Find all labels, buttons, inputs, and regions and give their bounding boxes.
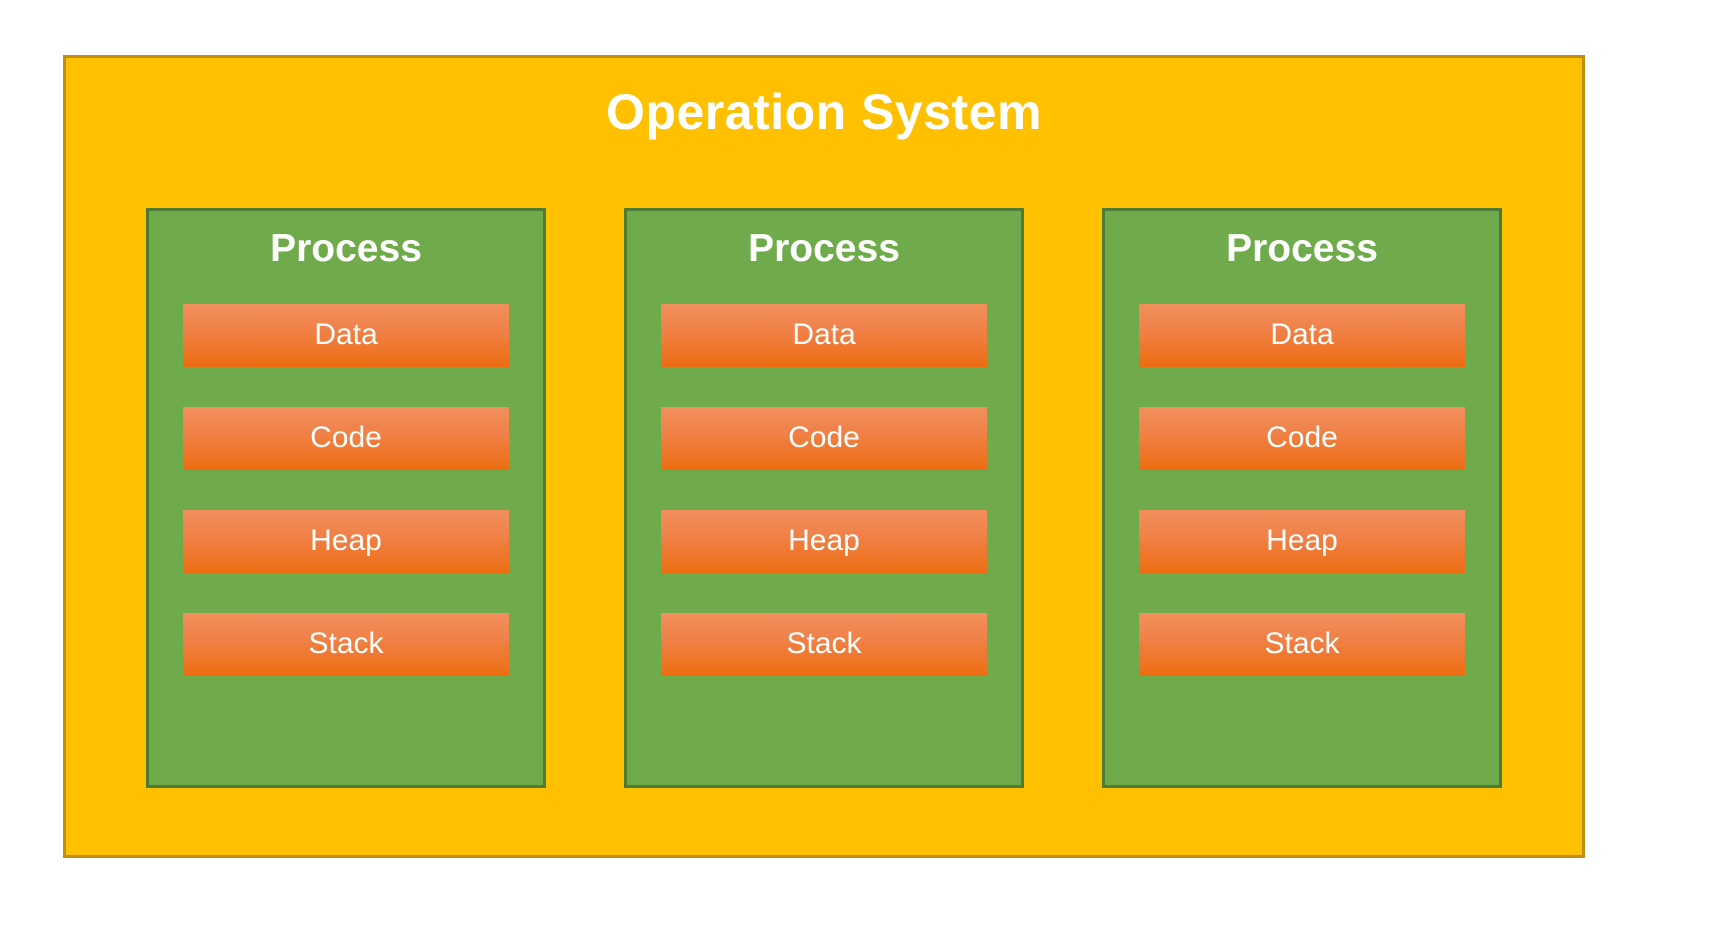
segment-code-2[interactable]: Code (661, 406, 987, 470)
segment-heap-2[interactable]: Heap (661, 509, 987, 573)
segment-code-3[interactable]: Code (1139, 406, 1465, 470)
segment-stack-3[interactable]: Stack (1139, 612, 1465, 676)
segment-data-2[interactable]: Data (661, 303, 987, 367)
operation-system-container: Operation System Process Data Code Heap (63, 55, 1585, 858)
process-title-1: Process (270, 227, 422, 270)
memory-segments-1: Data Code Heap Stack (149, 303, 543, 676)
segment-label: Stack (308, 627, 384, 661)
segment-label: Data (314, 318, 378, 352)
segment-code-1[interactable]: Code (183, 406, 509, 470)
process-row: Process Data Code Heap Stack (66, 208, 1582, 791)
segment-label: Stack (786, 627, 862, 661)
segment-label: Stack (1264, 627, 1340, 661)
process-box-2[interactable]: Process Data Code Heap Stack (624, 208, 1024, 788)
segment-stack-1[interactable]: Stack (183, 612, 509, 676)
memory-segments-2: Data Code Heap Stack (627, 303, 1021, 676)
segment-heap-1[interactable]: Heap (183, 509, 509, 573)
segment-heap-3[interactable]: Heap (1139, 509, 1465, 573)
segment-label: Heap (310, 524, 382, 558)
process-title-2: Process (748, 227, 900, 270)
segment-label: Code (1266, 421, 1338, 455)
process-box-3[interactable]: Process Data Code Heap Stack (1102, 208, 1502, 788)
operation-system-title: Operation System (606, 84, 1042, 140)
segment-label: Heap (788, 524, 860, 558)
segment-stack-2[interactable]: Stack (661, 612, 987, 676)
segment-label: Data (1270, 318, 1334, 352)
segment-label: Code (788, 421, 860, 455)
segment-data-1[interactable]: Data (183, 303, 509, 367)
process-title-3: Process (1226, 227, 1378, 270)
segment-data-3[interactable]: Data (1139, 303, 1465, 367)
process-box-1[interactable]: Process Data Code Heap Stack (146, 208, 546, 788)
segment-label: Heap (1266, 524, 1338, 558)
segment-label: Data (792, 318, 856, 352)
segment-label: Code (310, 421, 382, 455)
memory-segments-3: Data Code Heap Stack (1105, 303, 1499, 676)
